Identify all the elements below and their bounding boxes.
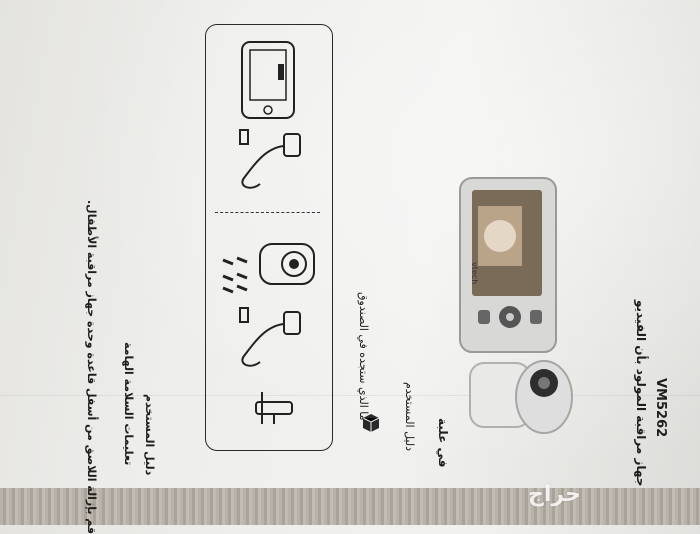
safety-instructions: تعليمات السلامة الهامة	[122, 342, 135, 466]
contents-box	[205, 24, 333, 451]
monitor-photo: vtech	[459, 177, 557, 353]
base-mount-text: قم بإزالة اللاصق من أسفل قاعدة وحدة جهاز…	[85, 200, 98, 534]
screw-anchor-icon	[222, 256, 248, 294]
camera-photo	[469, 360, 573, 434]
power-adapter-icon	[239, 129, 301, 189]
camera-unit-icon	[259, 243, 315, 285]
wall-mount-bracket-icon	[255, 392, 293, 424]
product-title: جهاز مراقبة المولود بأن الفيديو	[634, 300, 648, 487]
manual-label: دليل المستخدم	[403, 382, 416, 451]
power-adapter-icon-2	[239, 307, 301, 367]
svg-text:vtech: vtech	[470, 262, 479, 284]
parent-unit-icon	[241, 41, 295, 119]
in-box-title: في علبة	[436, 418, 450, 468]
model-number: VM5262	[653, 378, 668, 438]
watermark: حراج	[528, 482, 581, 507]
paper-crease	[0, 395, 700, 396]
manual-label-2: دليل المستخدم	[143, 394, 156, 476]
carpet-background	[0, 488, 700, 525]
divider-dashed	[215, 212, 320, 213]
box-contents-label: ما الذي ستجده في الصندوق	[357, 292, 370, 421]
box-icon	[362, 414, 380, 432]
